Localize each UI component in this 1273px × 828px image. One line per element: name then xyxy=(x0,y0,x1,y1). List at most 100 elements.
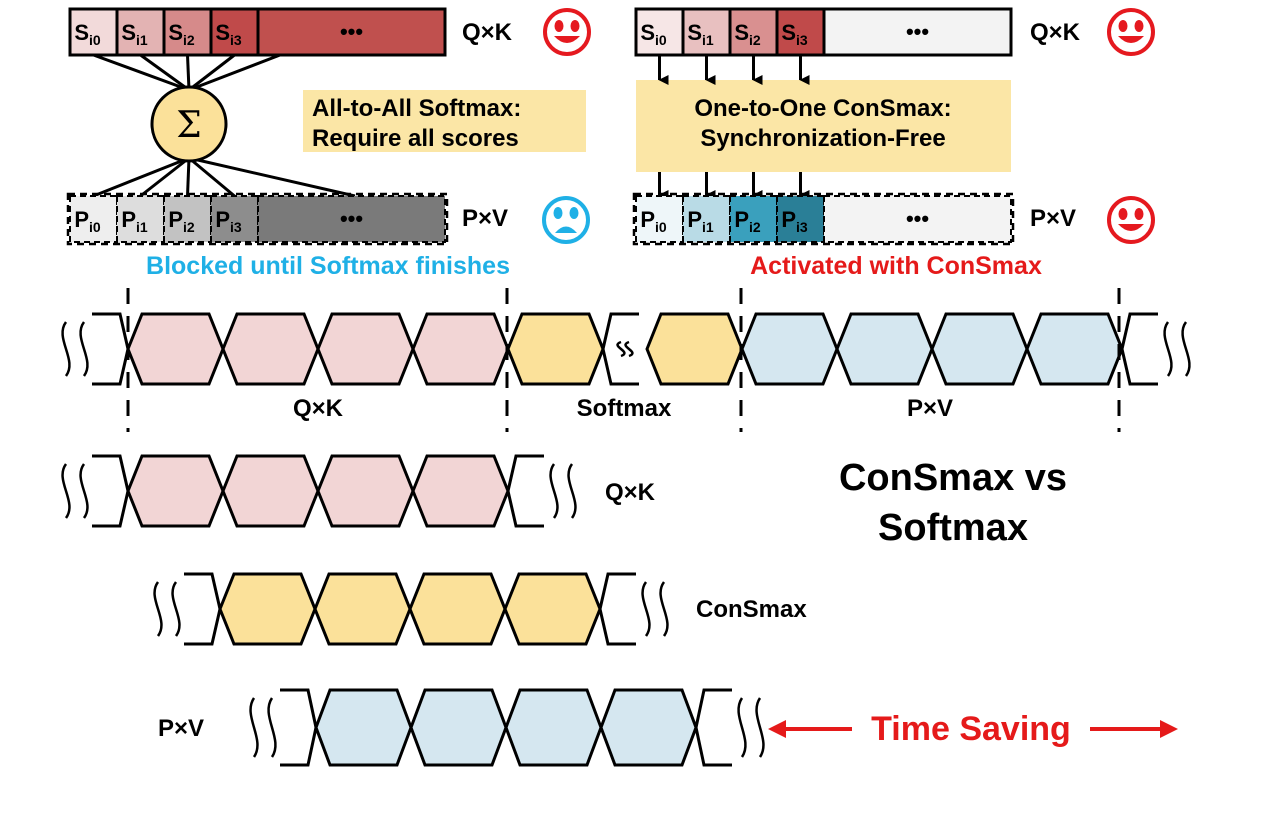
left-pv-label: P×V xyxy=(462,205,508,232)
pipeline-dividers xyxy=(126,288,1121,432)
pipe4-pv-label: P×V xyxy=(158,715,204,742)
fan-line-out xyxy=(188,156,236,198)
pipeline-segment xyxy=(126,312,225,386)
right-prob-rest xyxy=(823,195,1012,243)
right-prob-cell xyxy=(729,195,778,243)
break-squiggle-icon xyxy=(79,321,89,377)
break-squiggle-icon xyxy=(755,697,765,758)
left-qk-label: Q×K xyxy=(462,19,513,46)
consmax-pv-pipeline xyxy=(249,688,765,767)
break-squiggle-icon xyxy=(1163,321,1173,377)
time-saving-arrow: Time Saving xyxy=(768,710,1178,748)
fan-line-out xyxy=(92,156,190,198)
fan-line-in xyxy=(186,54,191,91)
sum-symbol: Σ xyxy=(176,105,201,146)
pipeline-segment xyxy=(503,572,602,646)
left-prob-cell-label: Pi0 xyxy=(74,207,101,235)
break-squiggle-icon xyxy=(267,697,277,758)
right-pv-label: P×V xyxy=(1030,205,1076,232)
pipeline-end-bracket xyxy=(598,572,636,646)
break-squiggle-icon xyxy=(737,697,747,758)
pipeline-segment xyxy=(1025,312,1124,386)
left-prob-cell xyxy=(210,195,259,243)
pipe1-qk-label: Q×K xyxy=(293,395,344,422)
left-score-rest xyxy=(256,7,447,57)
break-squiggle-icon xyxy=(549,463,559,519)
pipeline-segment xyxy=(313,572,412,646)
right-note-box xyxy=(636,80,1011,172)
pipe2-qk-label: Q×K xyxy=(605,479,656,506)
break-squiggle-icon xyxy=(1181,321,1191,377)
pipeline-segment xyxy=(221,312,320,386)
left-score-cell-label: Si1 xyxy=(121,20,148,48)
right-prob-ellipsis: ••• xyxy=(906,206,929,231)
fan-line-in xyxy=(139,53,190,92)
sum-fan-lines xyxy=(92,53,356,198)
sad-face-icon xyxy=(542,196,590,244)
pipeline-segment xyxy=(316,454,415,528)
right-score-rest xyxy=(822,7,1013,57)
fan-line-out xyxy=(186,157,191,197)
break-squiggle-icon xyxy=(659,581,669,637)
fan-line-in xyxy=(188,53,236,92)
smiley-icon xyxy=(1107,8,1155,56)
pipeline-gap xyxy=(601,312,639,386)
left-note-line2: Require all scores xyxy=(312,125,519,152)
left-prob-ellipsis: ••• xyxy=(340,206,363,231)
left-prob-cell xyxy=(69,195,118,243)
right-score-ellipsis: ••• xyxy=(906,19,929,44)
pipeline-segment xyxy=(411,454,510,528)
pipeline-start-bracket xyxy=(280,688,318,767)
left-note-line1: All-to-All Softmax: xyxy=(312,95,521,122)
pipeline-segment xyxy=(506,312,605,386)
right-prob-cell xyxy=(682,195,731,243)
right-prob-cell-label: Pi0 xyxy=(640,207,667,235)
break-squiggle-icon xyxy=(61,321,71,377)
break-squiggle-icon xyxy=(153,581,163,637)
fan-line-in xyxy=(188,53,281,92)
right-qk-label: Q×K xyxy=(1030,19,1081,46)
smiley-icon xyxy=(1107,196,1155,244)
pipeline-start-bracket xyxy=(184,572,222,646)
fan-line-in xyxy=(92,53,190,92)
pipeline-segment xyxy=(835,312,934,386)
left-caption: Blocked until Softmax finishes xyxy=(146,252,510,280)
right-score-cell-label: Si2 xyxy=(734,20,761,48)
right-score-cell-label: Si3 xyxy=(781,20,808,48)
right-score-cell-label: Si0 xyxy=(640,20,667,48)
right-arrows xyxy=(658,55,810,200)
arrow-icon xyxy=(768,720,786,738)
pipeline-segment xyxy=(645,312,744,386)
pipeline-segment xyxy=(218,572,317,646)
pipe3-consmax-label: ConSmax xyxy=(696,596,807,623)
right-prob-cell-label: Pi1 xyxy=(687,207,714,235)
left-prob-rest xyxy=(257,195,446,243)
left-prob-cell-label: Pi2 xyxy=(168,207,195,235)
left-score-ellipsis: ••• xyxy=(340,19,363,44)
left-prob-cell-label: Pi1 xyxy=(121,207,148,235)
pipeline-segment xyxy=(599,688,698,767)
right-prob-cell-label: Pi2 xyxy=(734,207,761,235)
time-saving-label: Time Saving xyxy=(871,710,1071,748)
pipeline-segment xyxy=(408,572,507,646)
left-note-box xyxy=(303,90,586,152)
fan-line-out xyxy=(139,156,190,198)
left-score-cell-label: Si3 xyxy=(215,20,242,48)
break-squiggle-icon xyxy=(567,463,577,519)
pipeline-segment xyxy=(221,454,320,528)
break-squiggle-icon xyxy=(641,581,651,637)
pipeline-segment xyxy=(930,312,1029,386)
sum-node: Σ xyxy=(150,85,228,163)
right-score-cell-label: Si1 xyxy=(687,20,714,48)
smiley-icon xyxy=(543,8,591,56)
pipeline-segment xyxy=(409,688,508,767)
right-note-line2: Synchronization-Free xyxy=(700,125,945,152)
break-squiggle-icon xyxy=(79,463,89,519)
pipeline-segment xyxy=(411,312,510,386)
pipe1-pv-label: P×V xyxy=(907,395,953,422)
pipeline-segment xyxy=(314,688,413,767)
